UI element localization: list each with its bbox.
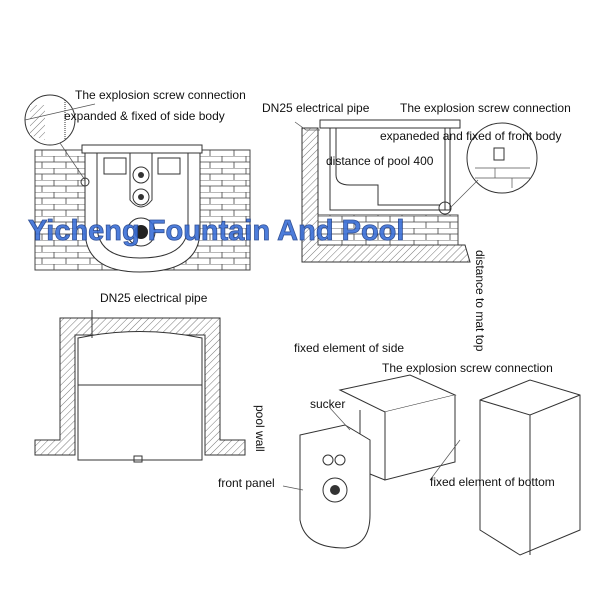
watermark: Yicheng Fountain And Pool <box>28 215 404 247</box>
label-side-body: expanded & fixed of side body <box>64 109 225 123</box>
plan-view: DN25 electrical pipe pool wall <box>34 291 267 463</box>
label-front-panel: front panel <box>218 476 275 490</box>
side-section-view: DN25 electrical pipe The explosion screw… <box>262 101 571 352</box>
label-pool-wall: pool wall <box>253 405 267 452</box>
isometric-view: fixed element of side The explosion scre… <box>218 341 581 556</box>
label-fixed-element-bottom: fixed element of bottom <box>430 475 555 489</box>
label-dn25-pipe-side: DN25 electrical pipe <box>262 101 370 115</box>
label-fixed-element-side: fixed element of side <box>294 341 404 355</box>
label-screw-connection-front: The explosion screw connection <box>75 88 246 102</box>
label-sucker: sucker <box>310 397 345 411</box>
label-distance-pool: distance of pool 400 <box>326 154 434 168</box>
label-distance-mat: distance to mat top <box>473 250 487 352</box>
label-dn25-pipe-plan: DN25 electrical pipe <box>100 291 208 305</box>
label-screw-connection-iso: The explosion screw connection <box>382 361 553 375</box>
front-view: The explosion screw connection expanded … <box>24 88 251 273</box>
label-front-body: expaneded and fixed of front body <box>380 129 561 143</box>
label-screw-connection-side: The explosion screw connection <box>400 101 571 115</box>
